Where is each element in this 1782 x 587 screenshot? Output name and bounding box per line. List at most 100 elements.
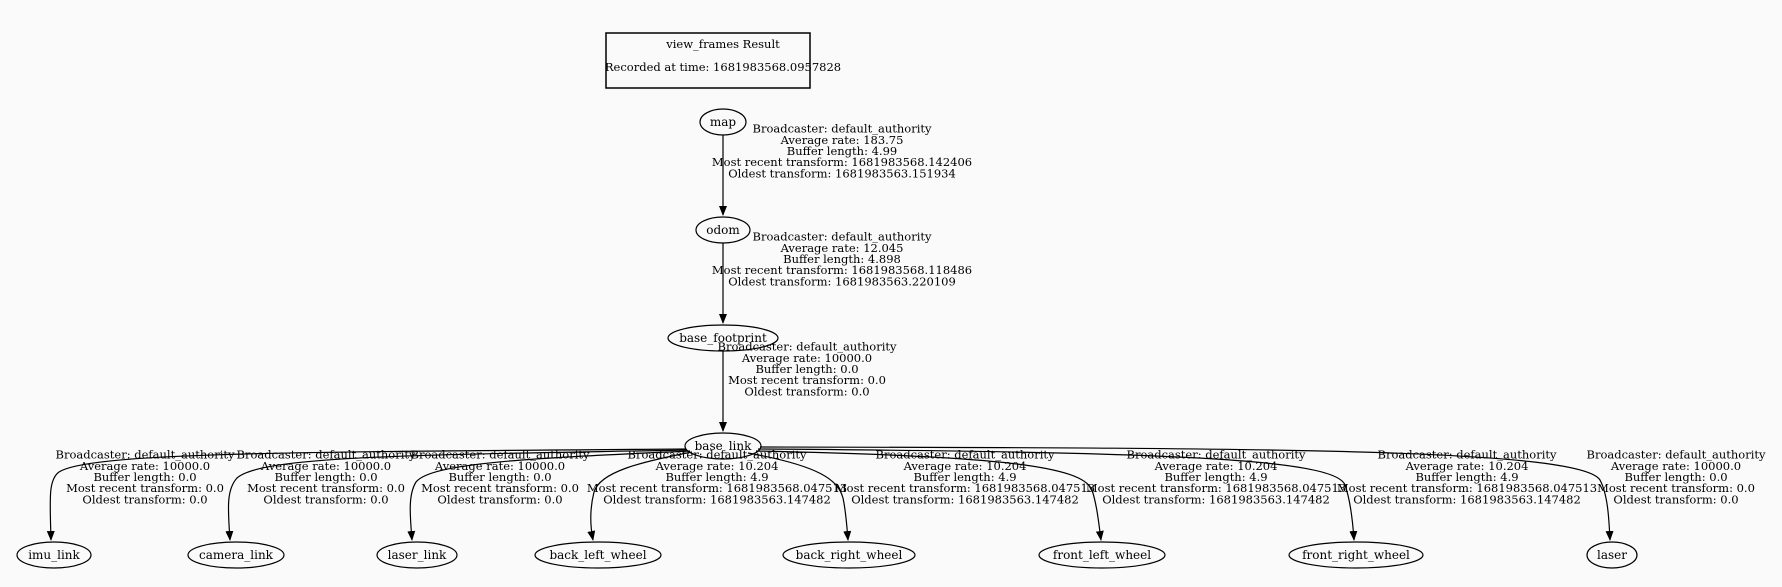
node-ellipse — [1586, 541, 1638, 569]
edge-label-line: Most recent transform: 0.0 — [247, 481, 405, 495]
node-laser_link: laser_link — [376, 541, 458, 569]
node-front_left_wheel: front_left_wheel — [1038, 541, 1166, 569]
node-ellipse — [376, 541, 458, 569]
node-label: back_left_wheel — [549, 548, 646, 562]
node-label: front_left_wheel — [1053, 548, 1151, 562]
edge-label-line: Buffer length: 4.898 — [783, 252, 901, 266]
node-label: laser_link — [388, 548, 447, 562]
edge-label-line: Average rate: 10.204 — [1405, 459, 1529, 473]
edge-label-line: Buffer length: 0.0 — [448, 470, 551, 484]
edge-label-line: Broadcaster: default_authority — [56, 448, 235, 462]
edge-arrow — [407, 450, 691, 541]
node-ellipse — [187, 541, 285, 569]
edge-arrow — [225, 449, 688, 541]
node-ellipse — [16, 541, 92, 569]
node-label: laser — [1597, 548, 1627, 562]
edge-label-line: Buffer length: 0.0 — [93, 470, 196, 484]
edge-label-line: Oldest transform: 0.0 — [263, 492, 388, 506]
edge-label-line: Buffer length: 0.0 — [755, 362, 858, 376]
node-ellipse — [1038, 541, 1166, 569]
edge-label-line: Most recent transform: 1681983568.142406 — [712, 155, 972, 169]
node-label: map — [710, 115, 737, 129]
edge-arrow — [587, 451, 693, 541]
title-box-border — [605, 32, 811, 89]
edge-label-line: Most recent transform: 0.0 — [728, 373, 886, 387]
edge-label-line: Average rate: 10.204 — [655, 459, 779, 473]
edge-label-line: Average rate: 10000.0 — [79, 459, 210, 473]
edge-label-line: Oldest transform: 1681983563.151934 — [728, 166, 956, 180]
edge-label-line: Average rate: 10000.0 — [741, 351, 872, 365]
node-back_right_wheel: back_right_wheel — [782, 541, 916, 569]
edge-label-line: Most recent transform: 1681983568.047513 — [1086, 481, 1346, 495]
edge-label-line: Buffer length: 4.9 — [1415, 470, 1518, 484]
node-label: front_right_wheel — [1302, 548, 1410, 562]
edge-label-line: Buffer length: 0.0 — [274, 470, 377, 484]
edge-arrow — [757, 448, 1358, 541]
edge-arrow — [747, 452, 852, 541]
title-box: view_frames Result Recorded at time: 168… — [605, 32, 841, 89]
edge-label-line: Buffer length: 4.9 — [913, 470, 1016, 484]
node-ellipse — [695, 216, 751, 244]
node-ellipse — [1288, 541, 1424, 569]
node-camera_link: camera_link — [187, 541, 285, 569]
graph-title: view_frames Result — [665, 37, 780, 51]
edge-label-line: Most recent transform: 1681983568.047513 — [1337, 481, 1597, 495]
node-laser: laser — [1586, 541, 1638, 569]
edge-label-line: Broadcaster: default_authority — [753, 122, 932, 136]
edge-arrow — [46, 448, 687, 541]
edge-label-line: Oldest transform: 0.0 — [82, 492, 207, 506]
edge-label-line: Oldest transform: 1681983563.147482 — [1353, 492, 1581, 506]
edge-label-line: Buffer length: 0.0 — [1624, 470, 1727, 484]
recorded-time: Recorded at time: 1681983568.0957828 — [605, 60, 841, 74]
node-base_footprint: base_footprint — [667, 324, 779, 352]
edge-label-line: Average rate: 12.045 — [780, 241, 904, 255]
edge-label-line: Average rate: 10000.0 — [260, 459, 391, 473]
edge-label-line: Oldest transform: 1681983563.147482 — [1102, 492, 1330, 506]
edge-label-line: Buffer length: 4.9 — [1164, 470, 1267, 484]
edge-label-line: Most recent transform: 1681983568.118486 — [712, 263, 972, 277]
node-label: base_link — [695, 439, 753, 453]
node-base_link: base_link — [684, 432, 762, 460]
edge-label-line: Oldest transform: 0.0 — [437, 492, 562, 506]
node-ellipse — [684, 432, 762, 460]
edge-label-line: Broadcaster: default_authority — [237, 448, 416, 462]
edge-label-line: Average rate: 10.204 — [1154, 459, 1278, 473]
node-ellipse — [667, 324, 779, 352]
edge-label-line: Broadcaster: default_authority — [411, 448, 590, 462]
edge-label-line: Most recent transform: 0.0 — [1597, 481, 1755, 495]
edge-label-line: Most recent transform: 1681983568.047513 — [587, 481, 847, 495]
node-front_right_wheel: front_right_wheel — [1288, 541, 1424, 569]
edge-label-line: Average rate: 10000.0 — [434, 459, 565, 473]
node-label: odom — [706, 223, 740, 237]
edge-label-line: Oldest transform: 1681983563.147482 — [603, 492, 831, 506]
edge-label-line: Buffer length: 4.9 — [665, 470, 768, 484]
node-ellipse — [782, 541, 916, 569]
edge-label-line: Oldest transform: 0.0 — [1613, 492, 1738, 506]
edge-label-line: Broadcaster: default_authority — [1378, 448, 1557, 462]
edge-label-line: Oldest transform: 1681983563.220109 — [728, 274, 956, 288]
node-ellipse — [699, 108, 747, 136]
edge-label-line: Broadcaster: default_authority — [718, 340, 897, 354]
edge-label-line: Oldest transform: 0.0 — [744, 384, 869, 398]
edge-label-line: Broadcaster: default_authority — [1127, 448, 1306, 462]
node-ellipse — [534, 541, 662, 569]
edge-label-line: Most recent transform: 1681983568.047513 — [835, 481, 1095, 495]
node-back_left_wheel: back_left_wheel — [534, 541, 662, 569]
node-odom: odom — [695, 216, 751, 244]
edge-arrow — [759, 446, 1614, 541]
edge-label-line: Broadcaster: default_authority — [1587, 448, 1766, 462]
node-map: map — [699, 108, 747, 136]
edge-label-line: Broadcaster: default_authority — [753, 230, 932, 244]
